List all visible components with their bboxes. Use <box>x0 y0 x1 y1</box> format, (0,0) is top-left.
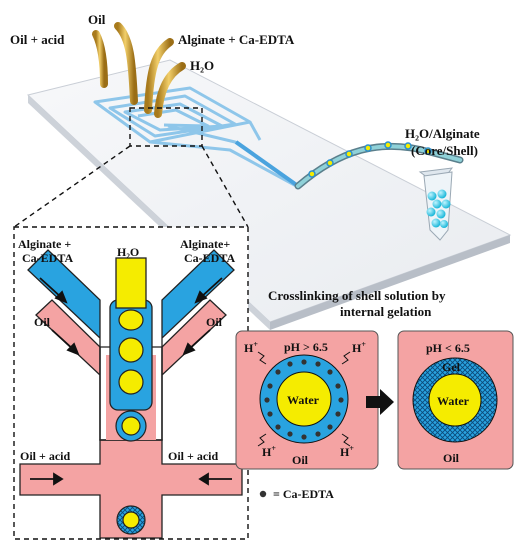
zoom-water: H₂O <box>117 245 139 259</box>
label-oil: Oil <box>88 12 106 27</box>
outlet-droplets <box>308 141 432 178</box>
zoom-alginate-right-1: Alginate+ <box>180 237 230 251</box>
h-plus-tr: H+ <box>352 340 366 355</box>
label-oil-acid: Oil + acid <box>10 32 65 47</box>
h-plus-br: H+ <box>340 444 354 459</box>
tube-oil-acid <box>92 30 108 88</box>
transition-arrow <box>366 389 394 415</box>
ca-edta-dots <box>264 359 344 440</box>
zoom-arrows <box>30 277 232 486</box>
zoom-droplets <box>115 309 147 535</box>
zoom-oil-acid-right: Oil + acid <box>168 449 219 463</box>
gelation-right-box <box>397 330 514 470</box>
collection-tube <box>418 167 454 241</box>
label-alginate: Alginate + Ca-EDTA <box>178 32 295 47</box>
zoom-oil-right: Oil <box>206 315 223 329</box>
zoom-lines <box>13 107 249 228</box>
label-outlet-2: (Core/Shell) <box>411 143 478 158</box>
left-core: Water <box>287 393 320 407</box>
h-plus-tl: H+ <box>244 340 258 355</box>
right-oil: Oil <box>443 451 460 465</box>
left-oil: Oil <box>292 453 309 467</box>
gelation-title-1: Crosslinking of shell solution by <box>268 288 446 303</box>
inlet-tubes <box>92 22 186 118</box>
zoom-oil-left: Oil <box>34 315 51 329</box>
tube-alginate <box>144 38 174 114</box>
zoom-alginate-left-2: Ca-EDTA <box>22 251 73 265</box>
right-ph: pH < 6.5 <box>426 341 470 355</box>
zoom-alginate-left-1: Alginate + <box>18 237 71 251</box>
outlet-channel <box>234 140 300 188</box>
zoom-oil-acid-left: Oil + acid <box>20 449 71 463</box>
legend-label: = Ca-EDTA <box>273 487 334 501</box>
tube-oil <box>114 22 138 105</box>
zoom-alginate-right-2: Ca-EDTA <box>184 251 235 265</box>
right-gel: Gel <box>442 360 461 374</box>
right-core: Water <box>437 394 470 408</box>
gelation-title-2: internal gelation <box>340 304 432 319</box>
left-ph: pH > 6.5 <box>284 340 328 354</box>
label-water: H₂O <box>190 58 214 73</box>
label-outlet-1: H₂O/Alginate <box>405 126 480 141</box>
h-plus-arrows <box>257 351 351 447</box>
zoom-channels <box>19 249 243 539</box>
h-plus-bl: H+ <box>262 444 276 459</box>
ca-edta-legend-dot <box>259 490 267 498</box>
